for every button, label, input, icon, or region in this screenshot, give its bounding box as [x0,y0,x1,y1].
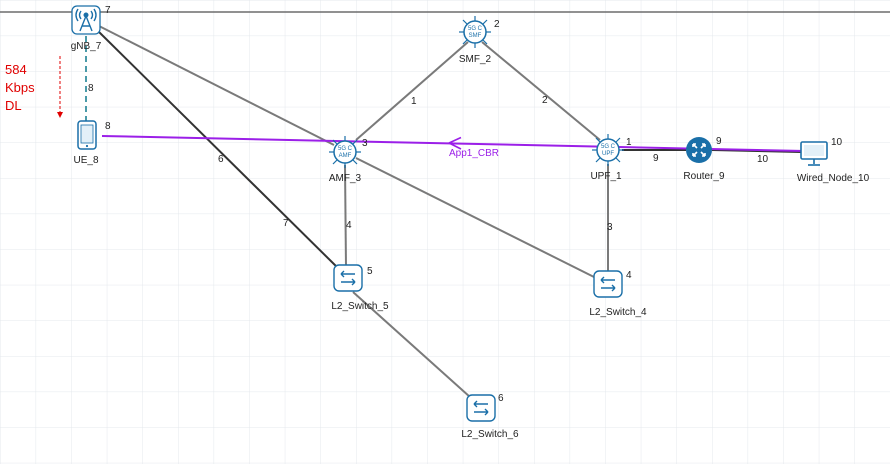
node-id-label: 9 [716,136,722,147]
links-layer [85,25,802,398]
node-name-label: SMF_2 [459,54,492,65]
node-gnb-7[interactable]: 7 gNB_7 [71,5,111,52]
node-l2-switch-6[interactable]: 6 L2_Switch_6 [461,393,519,440]
switch-icon [593,270,623,298]
node-id-label: 10 [831,137,843,148]
link-label-router-wired: 10 [757,154,769,165]
node-l2-switch-4[interactable]: 4 L2_Switch_4 [589,270,647,318]
amf-core-icon: 5G C AMF [329,136,361,168]
node-amf-3[interactable]: 5G C AMF 3 AMF_3 [329,136,368,184]
upf-core-icon: 5G C UPF [592,134,624,166]
node-name-label: gNB_7 [71,41,102,52]
link-label-smf-upf: 2 [542,95,548,106]
svg-text:5G C: 5G C [338,146,353,152]
downlink-arrow-icon [57,112,63,118]
node-router-9[interactable]: 9 Router_9 [683,136,725,182]
link-label-extra: 7 [283,218,289,229]
node-wired-10[interactable]: 10 Wired_Node_10 [797,137,870,184]
throughput-direction: DL [5,98,22,113]
switch-icon [333,264,363,292]
link-gnb-sw5[interactable] [96,29,342,272]
desktop-computer-icon [800,141,828,166]
mobile-phone-icon [77,120,97,150]
svg-text:AMF: AMF [339,153,352,159]
app-flow-label: App1_CBR [449,148,499,159]
node-id-label: 4 [626,270,632,281]
node-name-label: AMF_3 [329,173,362,184]
node-upf-1[interactable]: 5G C UPF 1 UPF_1 [590,134,632,182]
link-router-wired[interactable] [711,149,802,153]
node-name-label: L2_Switch_5 [331,301,389,312]
link-smf-amf[interactable] [355,41,469,141]
flow-direction-arrow-icon [448,136,462,150]
node-smf-2[interactable]: 5G C SMF 2 SMF_2 [459,16,500,65]
node-name-label: Router_9 [683,171,725,182]
link-labels: 8 6 7 1 2 4 3 9 10 [88,83,769,233]
node-id-label: 8 [105,121,111,132]
throughput-value: 584 [5,62,27,77]
node-id-label: 1 [626,137,632,148]
link-label-upf-router: 9 [653,153,659,164]
node-name-label: UPF_1 [590,171,622,182]
link-label-gnb-ue: 8 [88,83,94,94]
svg-text:UPF: UPF [602,151,614,157]
node-id-label: 7 [105,5,111,16]
router-icon [686,137,712,163]
svg-text:SMF: SMF [469,33,482,39]
link-label-amf-sw5: 4 [346,220,352,231]
node-ue-8[interactable]: 8 UE_8 [73,120,111,166]
link-label-upf-sw4: 3 [607,222,613,233]
link-amf-sw5[interactable] [344,164,347,269]
node-name-label: UE_8 [73,155,98,166]
node-name-label: L2_Switch_6 [461,429,519,440]
node-id-label: 3 [362,138,368,149]
link-sw5-sw6[interactable] [352,291,471,398]
node-id-label: 5 [367,266,373,277]
node-name-label: L2_Switch_4 [589,307,647,318]
cell-tower-icon [75,8,97,32]
link-gnb-amf[interactable] [98,25,335,146]
node-id-label: 2 [494,19,500,30]
svg-text:5G C: 5G C [468,26,483,32]
node-id-label: 6 [498,393,504,404]
link-label-smf-amf: 1 [411,96,417,107]
link-amf-sw4[interactable] [355,157,597,279]
node-l2-switch-5[interactable]: 5 L2_Switch_5 [331,264,389,312]
link-smf-upf[interactable] [481,41,601,141]
smf-core-icon: 5G C SMF [459,16,491,48]
link-label-gnb-sw5: 6 [218,154,224,165]
throughput-annotation: 584 Kbps DL [5,56,63,118]
throughput-unit: Kbps [5,80,35,95]
svg-text:5G C: 5G C [601,144,616,150]
switch-icon [466,394,496,422]
node-name-label: Wired_Node_10 [797,173,870,184]
